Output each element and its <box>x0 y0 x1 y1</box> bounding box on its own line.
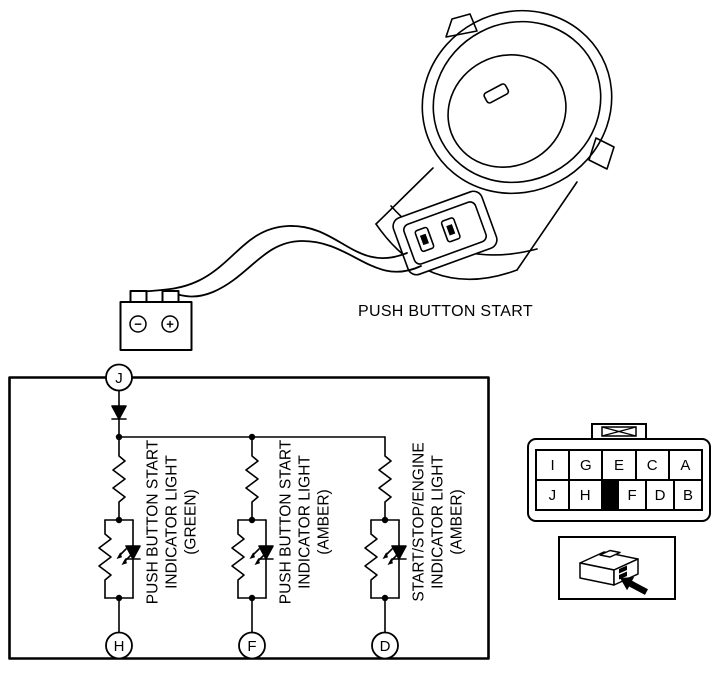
pin-cell-D: D <box>647 481 673 509</box>
pin-cell-I: I <box>537 451 569 479</box>
terminal-F-label: F <box>247 638 256 655</box>
push-button-start-title: PUSH BUTTON START <box>358 303 533 320</box>
terminal-F <box>238 631 266 660</box>
terminal-J-label: J <box>115 370 123 387</box>
led <box>391 545 407 560</box>
resistor <box>364 519 378 599</box>
branch-green-indicator <box>98 436 141 634</box>
connector-slot <box>619 571 627 580</box>
switch-face-slot <box>483 83 510 104</box>
pin-cell-F: F <box>619 481 646 509</box>
connector-shell: I G E C A J H F D B <box>527 438 711 522</box>
terminal-slot <box>440 217 461 243</box>
pin-cell-A: A <box>669 451 701 479</box>
switch-button-face <box>447 54 567 168</box>
led-arrow <box>121 558 127 565</box>
resistor <box>378 436 392 521</box>
terminal-pin <box>419 233 429 246</box>
indicator-label-start-stop-engine: START/STOP/ENGINE INDICATOR LIGHT (AMBER… <box>410 442 466 602</box>
negative-terminal-circle <box>129 315 147 333</box>
connector-pinout: I G E C A J H F D B <box>527 423 711 522</box>
branch-start-stop-engine-indicator <box>364 436 407 634</box>
blocked-cavity <box>602 481 618 509</box>
terminal-pin <box>446 224 456 236</box>
led <box>125 545 141 560</box>
terminal-H <box>105 631 133 660</box>
resistor <box>112 436 126 521</box>
connector-slot <box>619 565 627 574</box>
switch-bezel-outer <box>421 9 613 195</box>
led-arrow <box>249 552 255 559</box>
pin-cell-G: G <box>570 451 602 479</box>
probe-body <box>119 301 193 351</box>
led-arrow <box>254 558 260 565</box>
branch-amber-indicator <box>231 436 274 634</box>
wire-2 <box>169 240 422 298</box>
pin-cell-E: E <box>603 451 635 479</box>
led-arrow <box>387 558 393 565</box>
key-tab-x-icon <box>601 426 637 437</box>
pin-cell-B: B <box>675 481 701 509</box>
indicator-label-green: PUSH BUTTON START INDICATOR LIGHT (GREEN… <box>144 439 200 605</box>
switch-bezel-inner <box>432 20 602 184</box>
battery-probe <box>119 290 193 351</box>
terminal-J <box>105 363 133 392</box>
indicator-label-amber: PUSH BUTTON START INDICATOR LIGHT (AMBER… <box>277 439 333 605</box>
led <box>258 545 274 560</box>
resistor <box>245 436 259 521</box>
led-arrow <box>382 552 388 559</box>
terminal-D-label: D <box>380 638 391 655</box>
positive-terminal-symbol: + <box>166 317 174 332</box>
terminal-slot <box>414 226 435 253</box>
circuit-diagram: J H F D <box>8 363 490 660</box>
resistor <box>231 519 245 599</box>
switch-connector-housing <box>392 190 498 276</box>
negative-terminal-symbol: − <box>134 317 142 332</box>
connector-key-tab <box>591 423 647 438</box>
pin-cell-H: H <box>569 481 601 509</box>
connector-view-icon <box>579 549 648 595</box>
diode <box>111 405 127 420</box>
led-arrow <box>116 552 122 559</box>
terminal-H-label: H <box>114 638 125 655</box>
positive-terminal-circle <box>161 315 179 333</box>
resistor <box>98 519 112 599</box>
connector-grid: I G E C A J H F D B <box>535 449 703 511</box>
connector-view-box <box>558 536 676 600</box>
pin-cell-J: J <box>537 481 568 509</box>
view-direction-arrow-icon <box>620 577 648 595</box>
terminal-D <box>371 631 399 660</box>
push-button-switch-drawing <box>137 9 615 298</box>
switch-top-notch <box>445 13 478 38</box>
wire-1 <box>137 225 408 293</box>
pin-cell-C: C <box>636 451 668 479</box>
switch-side-latch <box>588 137 615 170</box>
switch-rear-edge <box>375 223 518 281</box>
